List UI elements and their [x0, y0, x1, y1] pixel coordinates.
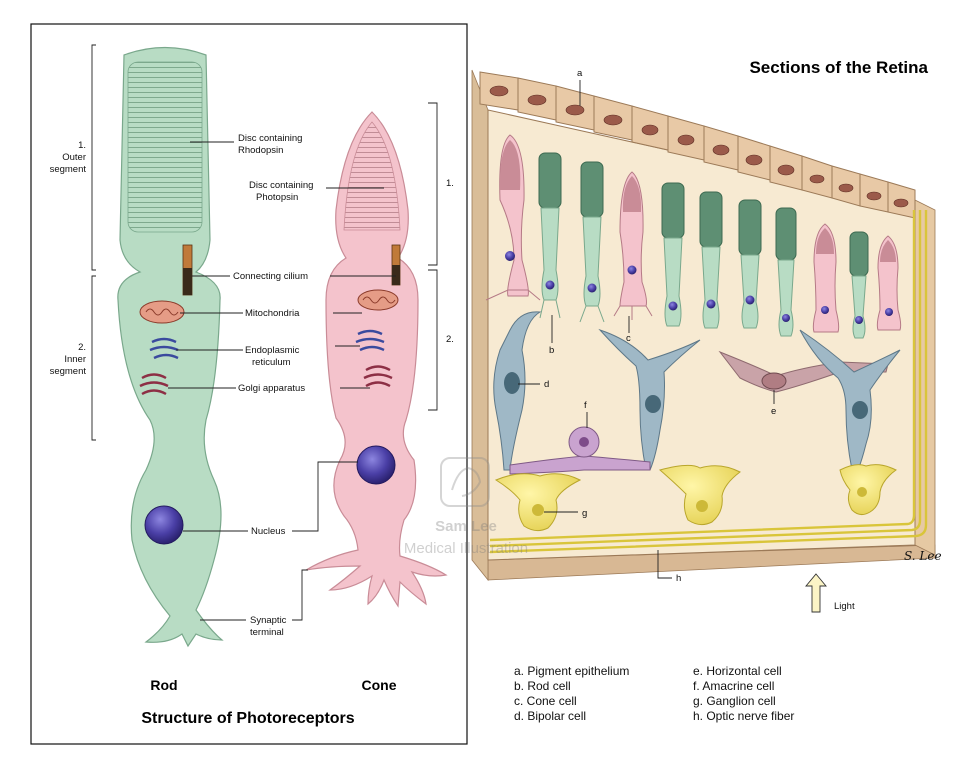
retina-rod-3: [661, 182, 685, 327]
light-label: Light: [834, 601, 855, 612]
label-mitochondria: Mitochondria: [245, 308, 300, 319]
rod-golgi: [139, 373, 169, 396]
horizontal-cell: [718, 350, 889, 393]
amacrine-cell: [509, 426, 651, 475]
ganglion-nucleus-1: [532, 504, 544, 516]
retina-rod-1: [538, 152, 562, 319]
left-panel-title: Structure of Photoreceptors: [141, 710, 354, 727]
retina-cone-3: [812, 223, 840, 333]
rod-bracket-outer: [91, 44, 96, 271]
bipolar-nucleus-3: [852, 401, 868, 419]
bipolar-nucleus-2: [645, 395, 661, 413]
retina-letter-c: c: [626, 333, 631, 344]
legend-item-g: g. Ganglion cell: [693, 694, 776, 708]
legend-item-f: f. Amacrine cell: [693, 679, 774, 693]
retina-rod-4: [699, 191, 723, 329]
cone-bracket-inner: [428, 269, 438, 411]
cone-disc-stack: [343, 121, 401, 231]
legend-item-c: c. Cone cell: [514, 694, 577, 708]
rod-er: [149, 337, 179, 360]
label-disc-photopsin-2: Photopsin: [256, 192, 298, 203]
retina-rod-6: [775, 207, 797, 337]
retina-rod-7: [849, 231, 869, 339]
artist-signature: S. Lee: [904, 549, 942, 563]
ganglion-nucleus-3: [857, 487, 867, 497]
legend-item-b: b. Rod cell: [514, 679, 571, 693]
rod-nucleus: [144, 505, 184, 545]
photoreceptor-row: [485, 134, 902, 339]
rod-label: Rod: [150, 677, 177, 693]
retina-letter-e: e: [771, 406, 776, 417]
cone-cell: [305, 111, 448, 608]
cone-inner-label: 2.: [446, 334, 454, 345]
cone-outer-label: 1.: [446, 178, 454, 189]
cone-label: Cone: [362, 677, 397, 693]
callout-lines: [168, 141, 396, 621]
retina-rod-5: [738, 199, 762, 329]
rod-cell: [117, 46, 224, 648]
watermark-line-1: Sam Lee: [435, 518, 497, 535]
retina-letter-a: a: [577, 68, 583, 79]
label-disc-photopsin-1: Disc containing: [249, 180, 313, 191]
label-disc-rhodopsin-1: Disc containing: [238, 133, 302, 144]
rod-inner-label-1: 2.: [78, 342, 86, 353]
right-panel-title: Sections of the Retina: [749, 58, 928, 77]
cone-nucleus: [356, 445, 396, 485]
watermark-line-2: Medical Illustration: [404, 540, 528, 557]
legend: a. Pigment epithelium b. Rod cell c. Con…: [514, 664, 794, 723]
cone-mitochondria: [357, 289, 399, 311]
label-golgi: Golgi apparatus: [238, 383, 305, 394]
rod-outer-label-2: Outer: [62, 152, 86, 163]
cone-body: [305, 111, 448, 608]
legend-item-a: a. Pigment epithelium: [514, 664, 629, 678]
legend-item-d: d. Bipolar cell: [514, 709, 586, 723]
label-er-2: reticulum: [252, 357, 291, 368]
ganglion-nucleus-2: [696, 500, 708, 512]
label-er-1: Endoplasmic: [245, 345, 300, 356]
cone-bracket-outer: [428, 102, 438, 266]
optic-nerve-fibers: [489, 210, 928, 554]
label-nucleus: Nucleus: [251, 526, 286, 537]
cone-er: [355, 329, 385, 352]
retina-cone-4: [876, 235, 902, 331]
retina-letter-d: d: [544, 379, 549, 390]
watermark: Sam Lee Medical Illustration: [404, 457, 528, 557]
ganglion-cells: [494, 464, 897, 532]
rod-outer-label-3: segment: [50, 164, 87, 175]
retina-section: [471, 69, 936, 582]
retina-rod-2: [579, 161, 605, 323]
label-synaptic-1: Synaptic: [250, 615, 287, 626]
rod-inner-label-3: segment: [50, 366, 87, 377]
label-connecting-cilium: Connecting cilium: [233, 271, 308, 282]
retina-letter-f: f: [584, 400, 587, 411]
label-synaptic-2: terminal: [250, 627, 284, 638]
light-arrow-icon: [805, 573, 827, 613]
rod-disc-stack: [127, 61, 203, 233]
retina-cone-2: [613, 171, 653, 320]
label-disc-rhodopsin-2: Rhodopsin: [238, 145, 283, 156]
retina-callouts: [518, 80, 775, 579]
retina-cone-1: [485, 134, 541, 301]
rod-inner-label-2: Inner: [64, 354, 86, 365]
rod-outer-label-1: 1.: [78, 140, 86, 151]
legend-item-e: e. Horizontal cell: [693, 664, 782, 678]
retina-letter-g: g: [582, 508, 587, 519]
rod-bracket-inner: [91, 275, 96, 441]
watermark-logo-icon: [440, 457, 490, 507]
bipolar-nucleus-1: [504, 372, 520, 394]
retina-letter-h: h: [676, 573, 681, 584]
legend-item-h: h. Optic nerve fiber: [693, 709, 794, 723]
retina-letter-b: b: [549, 345, 554, 356]
epithelium-nuclei: [489, 85, 909, 208]
cone-golgi: [363, 365, 393, 388]
